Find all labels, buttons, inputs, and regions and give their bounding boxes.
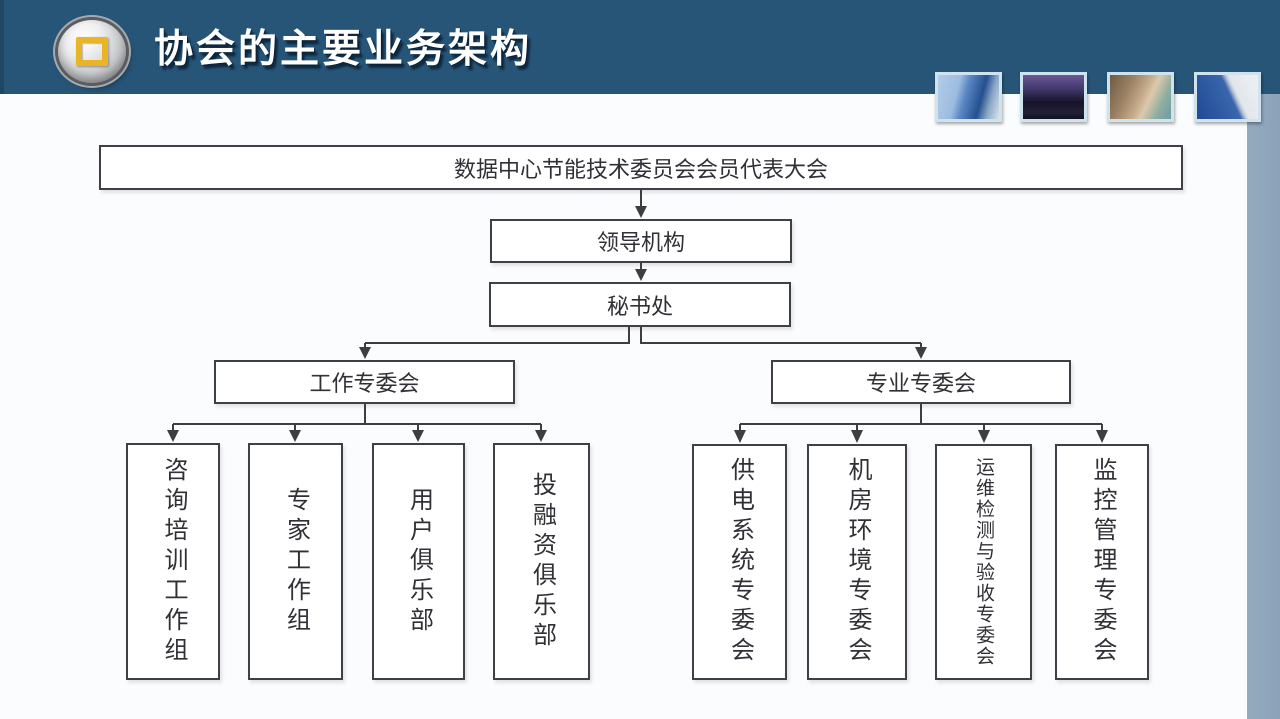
node-work-committee: 工作专委会 bbox=[214, 360, 515, 404]
person-on-phone-photo bbox=[1107, 72, 1174, 122]
node-label: 专家工作组 bbox=[282, 486, 310, 637]
slide-header: 协会的主要业务架构 bbox=[0, 0, 1280, 94]
night-skyline-photo bbox=[1020, 72, 1087, 122]
side-accent-strip bbox=[1247, 94, 1280, 719]
page-title: 协会的主要业务架构 bbox=[154, 28, 533, 71]
node-label: 咨询培训工作组 bbox=[160, 456, 187, 667]
node-user-club: 用户俱乐部 bbox=[372, 443, 465, 680]
logo-badge-icon bbox=[58, 20, 126, 83]
node-label: 供电系统专委会 bbox=[726, 457, 754, 667]
node-label: 投融资俱乐部 bbox=[528, 471, 556, 652]
building-sky-photo bbox=[1194, 72, 1261, 122]
blue-skyscraper-photo bbox=[935, 72, 1002, 122]
node-label: 运维检测与验收专委会 bbox=[973, 457, 994, 667]
node-label: 监控管理专委会 bbox=[1089, 457, 1116, 667]
node-machine-room-environment-committee: 机房环境专委会 bbox=[807, 444, 907, 680]
node-power-supply-committee: 供电系统专委会 bbox=[692, 444, 787, 680]
node-member-assembly: 数据中心节能技术委员会会员代表大会 bbox=[99, 145, 1183, 190]
gold-square-icon bbox=[76, 37, 108, 66]
node-leadership-body: 领导机构 bbox=[490, 219, 792, 263]
node-secretariat: 秘书处 bbox=[489, 282, 791, 327]
node-expert-group: 专家工作组 bbox=[248, 443, 343, 680]
node-monitoring-management-committee: 监控管理专委会 bbox=[1055, 444, 1149, 680]
node-consulting-training-group: 咨询培训工作组 bbox=[126, 443, 220, 680]
node-label: 用户俱乐部 bbox=[405, 486, 433, 637]
node-investment-financing-club: 投融资俱乐部 bbox=[493, 443, 590, 680]
node-om-testing-acceptance-committee: 运维检测与验收专委会 bbox=[935, 444, 1032, 680]
node-professional-committee: 专业专委会 bbox=[771, 360, 1071, 404]
node-label: 机房环境专委会 bbox=[844, 457, 871, 667]
